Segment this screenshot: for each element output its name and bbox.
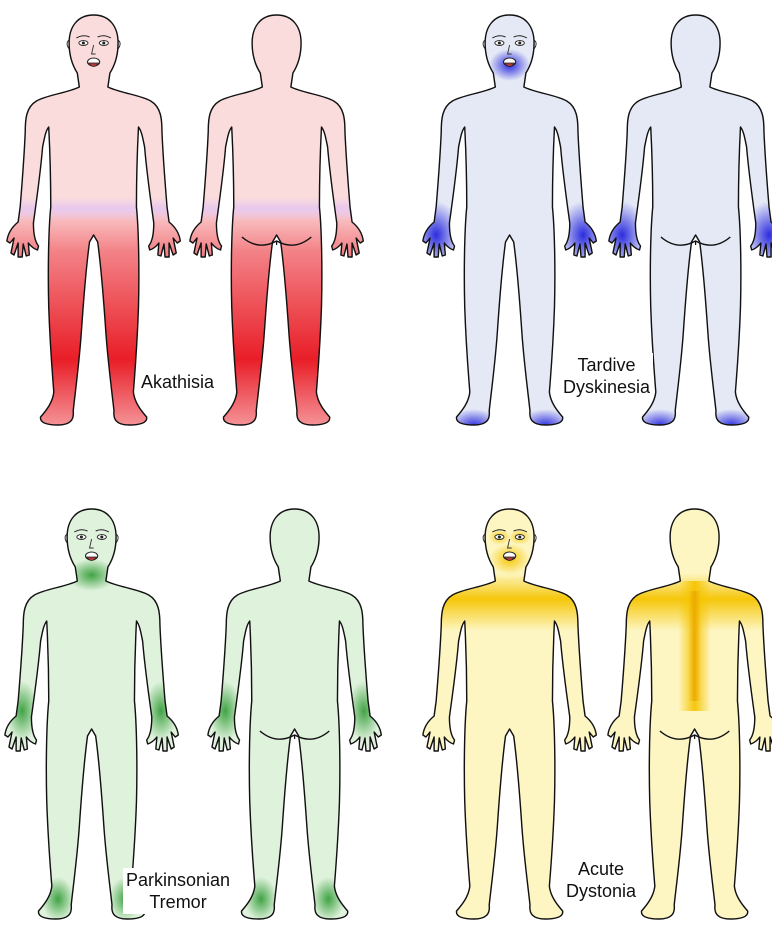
right-pupil bbox=[102, 42, 105, 45]
left-pupil bbox=[82, 42, 85, 45]
right-hand-highlight bbox=[745, 201, 772, 269]
hip-band-highlight bbox=[2, 197, 186, 221]
right-wrist-highlight bbox=[145, 681, 178, 741]
figure-parkinsonian-tremor-front bbox=[5, 509, 178, 921]
spine-core-highlight bbox=[688, 591, 700, 701]
right-pupil bbox=[518, 536, 521, 539]
label-parkinsonian-tremor: Parkinsonian Tremor bbox=[123, 868, 233, 914]
left-pupil bbox=[80, 536, 83, 539]
label-akathisia: Akathisia bbox=[138, 370, 217, 394]
label-tardive-dyskinesia: Tardive Dyskinesia bbox=[560, 353, 653, 399]
figure-parkinsonian-tremor-back bbox=[208, 509, 381, 921]
hip-band-highlight bbox=[185, 197, 369, 221]
figure-akathisia-back bbox=[185, 15, 369, 427]
figure-akathisia-front bbox=[2, 15, 186, 427]
label-acute-dystonia: Acute Dystonia bbox=[563, 857, 639, 903]
right-pupil bbox=[518, 42, 521, 45]
left-pupil bbox=[498, 42, 501, 45]
right-wrist-highlight bbox=[348, 681, 381, 741]
right-pupil bbox=[100, 536, 103, 539]
left-wrist-highlight bbox=[209, 681, 242, 741]
left-pupil bbox=[498, 536, 501, 539]
neck-highlight bbox=[67, 559, 116, 591]
highlight-layer bbox=[418, 529, 602, 631]
left-wrist-highlight bbox=[6, 681, 39, 741]
